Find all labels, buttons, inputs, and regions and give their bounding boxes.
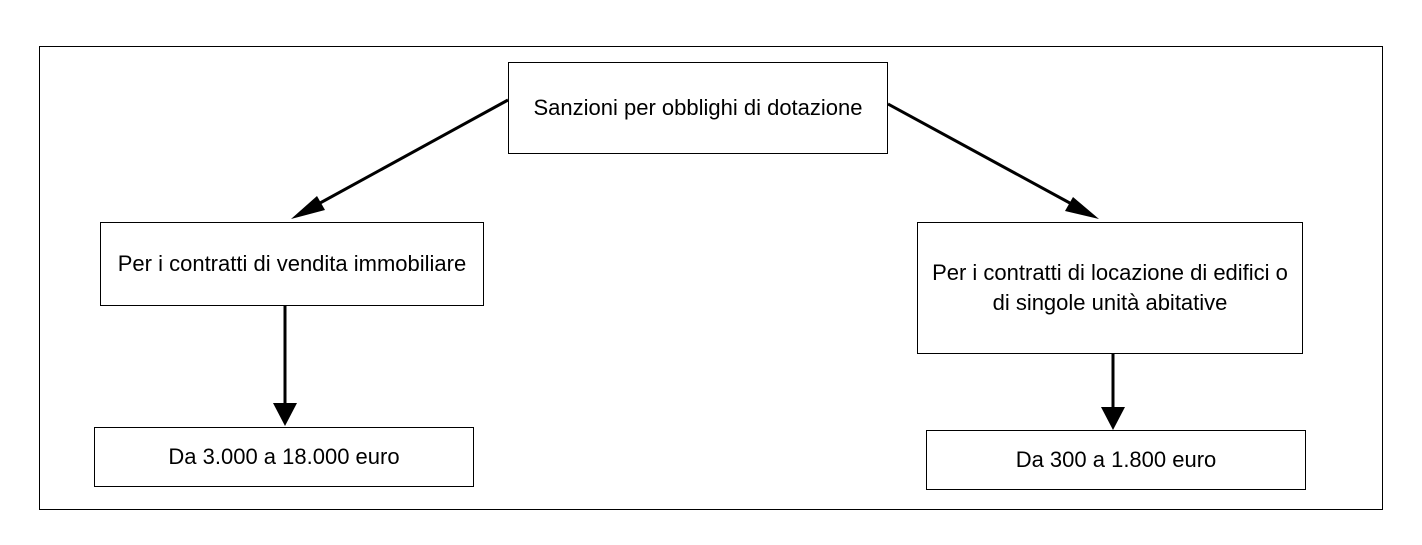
branch-node-lease-contracts: Per i contratti di locazione di edifici … [917, 222, 1303, 354]
arrowhead-right-to-leaf [1101, 407, 1125, 430]
leaf-node-sale-penalty: Da 3.000 a 18.000 euro [94, 427, 474, 487]
arrowhead-root-to-left [291, 196, 325, 219]
root-node-label: Sanzioni per obblighi di dotazione [533, 95, 863, 120]
diagram-frame [39, 46, 1383, 510]
root-node: Sanzioni per obblighi di dotazione [508, 62, 888, 154]
branch-node-label: Per i contratti di locazione di edifici … [932, 260, 1288, 315]
arrowhead-root-to-right [1065, 197, 1099, 219]
leaf-node-label: Da 3.000 a 18.000 euro [168, 444, 400, 469]
branch-node-label: Per i contratti di vendita immobiliare [117, 251, 467, 276]
leaf-node-lease-penalty: Da 300 a 1.800 euro [926, 430, 1306, 490]
arrow-root-to-left [299, 98, 509, 216]
branch-node-sale-contracts: Per i contratti di vendita immobiliare [100, 222, 484, 306]
arrowhead-left-to-leaf [273, 403, 297, 426]
leaf-node-label: Da 300 a 1.800 euro [1015, 447, 1217, 472]
arrow-root-to-right [887, 102, 1091, 216]
